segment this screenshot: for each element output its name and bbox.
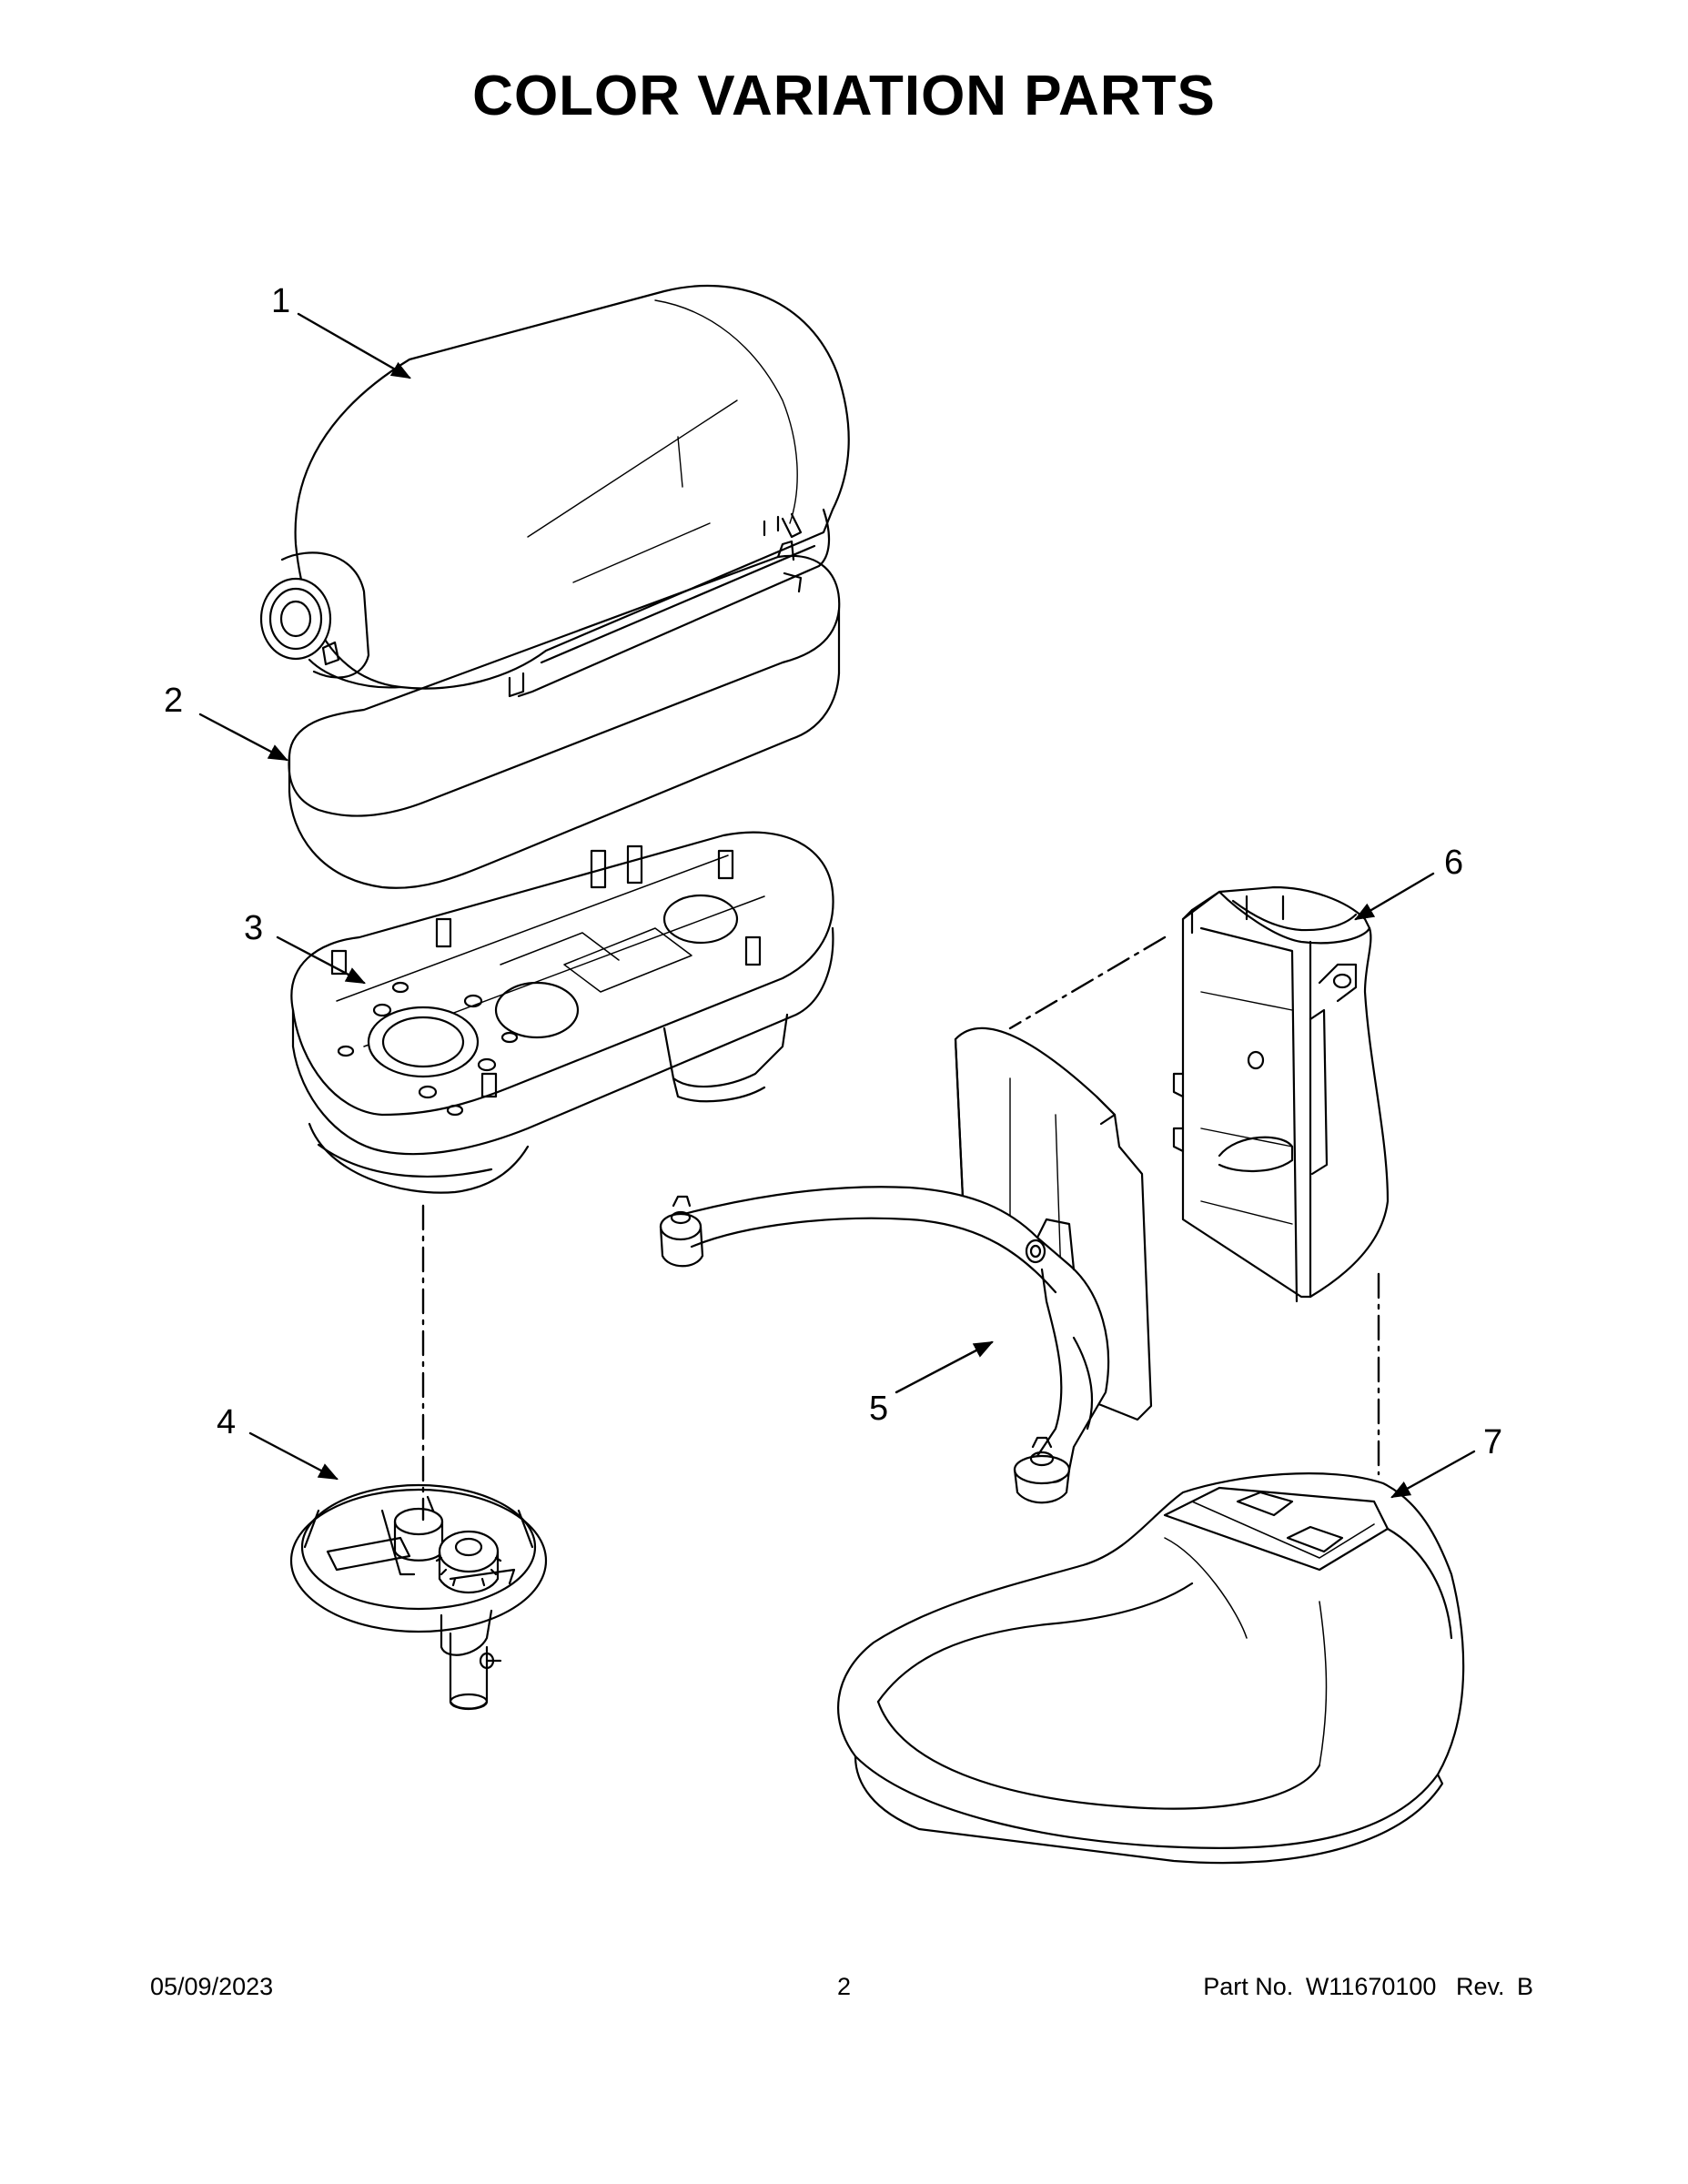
footer-part-number: W11670100 [1305,1973,1437,2000]
callout-3: 3 [244,909,263,947]
callout-7: 7 [1483,1423,1502,1461]
leader-arrow-1 [297,312,411,379]
leader-arrow-2 [198,713,288,762]
gear-housing [290,831,834,1194]
footer-rev: B [1516,1973,1533,2000]
leader-arrow-5 [895,1340,994,1394]
leader-arrow-6 [1354,872,1435,921]
mixer-base [837,1472,1465,1865]
footer-rev-label: Rev. [1455,1973,1505,2000]
pedestal [1172,885,1390,1303]
callout-6: 6 [1444,844,1463,882]
footer-date: 05/09/2023 [150,1973,274,2000]
page-title: COLOR VARIATION PARTS [472,65,1216,127]
callout-4: 4 [217,1403,236,1441]
assembly-centerlines [421,935,1380,1522]
callout-2: 2 [164,682,183,720]
motor-housing-cover [259,284,850,698]
footer-part-label: Part No. [1203,1973,1294,2000]
trim-band [288,540,841,889]
footer-page-number: 2 [836,1973,852,2000]
bowl-clamp-bracket [659,1026,1153,1504]
leader-arrows [198,312,1476,1499]
leader-arrow-3 [276,935,366,985]
planetary-unit [289,1483,548,1711]
callout-5: 5 [869,1390,888,1428]
leader-arrow-4 [248,1431,339,1481]
centerline-5-to-6 [1008,935,1167,1030]
footer-part-info: Part No. W11670100 Rev. B [1198,1973,1533,2001]
leader-arrow-7 [1390,1450,1476,1499]
callout-1: 1 [271,282,290,320]
